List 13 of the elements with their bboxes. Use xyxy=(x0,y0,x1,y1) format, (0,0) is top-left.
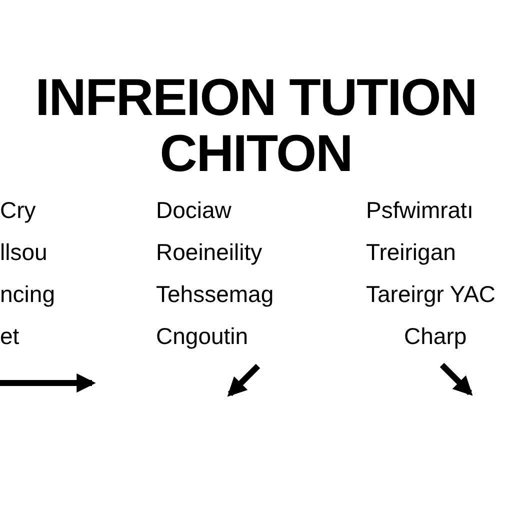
text-line: Dociaw xyxy=(156,196,232,224)
text-line: et xyxy=(0,322,20,350)
text-line: ncing xyxy=(0,280,56,308)
text-line: Charp xyxy=(403,322,468,350)
diagram-title: INFREION TUTION CHITON xyxy=(34,70,478,182)
text-line: Psfwimratı xyxy=(366,196,474,224)
text-line: Cry xyxy=(0,196,37,224)
text-line: Tareirgr YAC xyxy=(366,280,497,308)
text-line: llsou xyxy=(0,238,48,266)
text-line: Treirigan xyxy=(366,238,457,266)
text-line: Tehssemag xyxy=(156,280,275,308)
text-line: Cngoutin xyxy=(156,322,250,350)
text-line: Roeineility xyxy=(156,238,264,266)
